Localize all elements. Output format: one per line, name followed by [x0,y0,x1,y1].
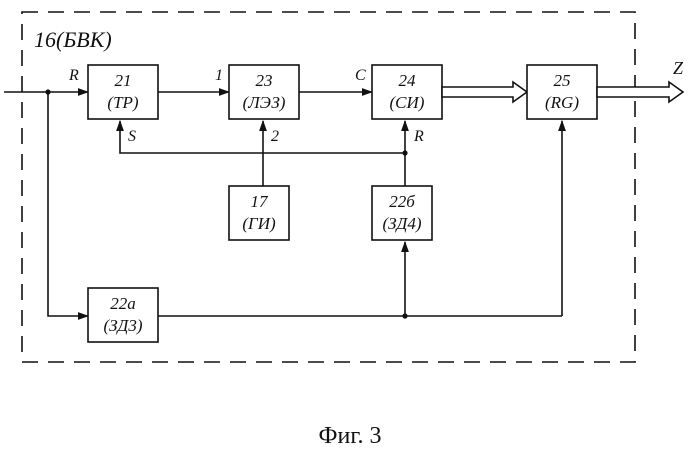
block-24-number: 24 [399,71,417,90]
block-22a-number: 22а [110,294,136,313]
figure-caption: Фиг. 3 [0,423,700,450]
block-17-number: 17 [251,192,270,211]
block-24-pin-r: R [413,128,424,145]
output-bus-z [597,82,683,102]
block-23-pin-1: 1 [215,67,223,84]
block-21-code: (ТР) [107,93,139,112]
block-21-pin-s: S [128,128,136,145]
block-24-pin-c: C [355,67,366,84]
block-22a-code: (ЗД3) [103,316,142,335]
block-21-number: 21 [115,71,132,90]
block-24-code: (СИ) [390,93,425,112]
block-23-code: (ЛЭЗ) [243,93,286,112]
block-22b-number: 22б [389,192,415,211]
block-17-code: (ГИ) [242,214,276,233]
block-25-number: 25 [554,71,571,90]
bus-24-to-25 [442,82,527,102]
block-23-number: 23 [256,71,273,90]
outer-block-label: 16(БВК) [34,27,112,52]
block-21-pin-r: R [68,67,79,84]
block-22b-code: (ЗД4) [382,214,421,233]
block-25-code: (RG) [545,93,579,112]
block-23-pin-2: 2 [271,128,279,145]
output-label: Z [673,58,684,78]
input-branch-line [48,92,88,316]
